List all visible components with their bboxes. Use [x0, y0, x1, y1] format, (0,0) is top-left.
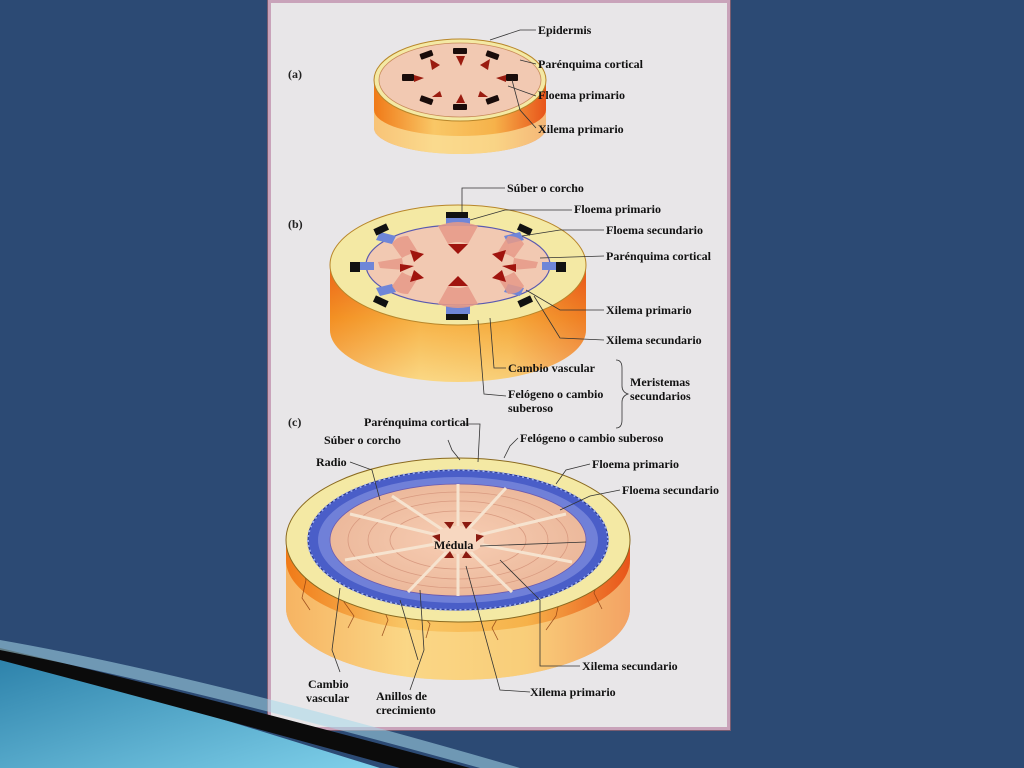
label-c-floema-secundario: Floema secundario — [622, 483, 719, 497]
label-a-xilema-primario: Xilema primario — [538, 122, 624, 136]
panel-b-letter: (b) — [288, 217, 303, 231]
label-a-floema-primario: Floema primario — [538, 88, 625, 102]
label-b-meristemas-line1: Meristemas — [630, 375, 690, 389]
label-b-felogeno-line1: Felógeno o cambio — [508, 387, 603, 401]
label-b-felogeno-line2: suberoso — [508, 401, 553, 415]
panel-c-letter: (c) — [288, 415, 301, 429]
label-c-cambio-line1: Cambio — [308, 677, 349, 691]
label-c-suber-o-corcho: Súber o corcho — [324, 433, 401, 447]
label-b-xilema-secundario: Xilema secundario — [606, 333, 702, 347]
label-c-anillos-line1: Anillos de — [376, 689, 428, 703]
label-a-parenquima-cortical: Parénquima cortical — [538, 57, 644, 71]
label-c-medula: Médula — [434, 538, 473, 552]
label-b-suber-o-corcho: Súber o corcho — [507, 181, 584, 195]
label-c-anillos-line2: crecimiento — [376, 703, 436, 717]
label-c-cambio-line2: vascular — [306, 691, 350, 705]
label-b-floema-primario: Floema primario — [574, 202, 661, 216]
teal-swoosh-icon — [0, 640, 520, 768]
label-b-meristemas-line2: secundarios — [630, 389, 691, 403]
panel-b: (b) — [288, 181, 712, 429]
label-b-xilema-primario: Xilema primario — [606, 303, 692, 317]
panel-a: (a) — [288, 23, 644, 154]
label-c-radio: Radio — [316, 455, 347, 469]
label-c-floema-primario: Floema primario — [592, 457, 679, 471]
panel-a-letter: (a) — [288, 67, 302, 81]
label-a-epidermis: Epidermis — [538, 23, 592, 37]
label-b-floema-secundario: Floema secundario — [606, 223, 703, 237]
label-c-xilema-secundario: Xilema secundario — [582, 659, 678, 673]
label-c-felogeno: Felógeno o cambio suberoso — [520, 431, 663, 445]
label-c-xilema-primario: Xilema primario — [530, 685, 616, 699]
label-b-parenquima-cortical: Parénquima cortical — [606, 249, 712, 263]
label-b-cambio-vascular: Cambio vascular — [508, 361, 596, 375]
label-c-parenquima-cortical: Parénquima cortical — [364, 415, 470, 429]
panel-c: (c) — [285, 415, 719, 717]
